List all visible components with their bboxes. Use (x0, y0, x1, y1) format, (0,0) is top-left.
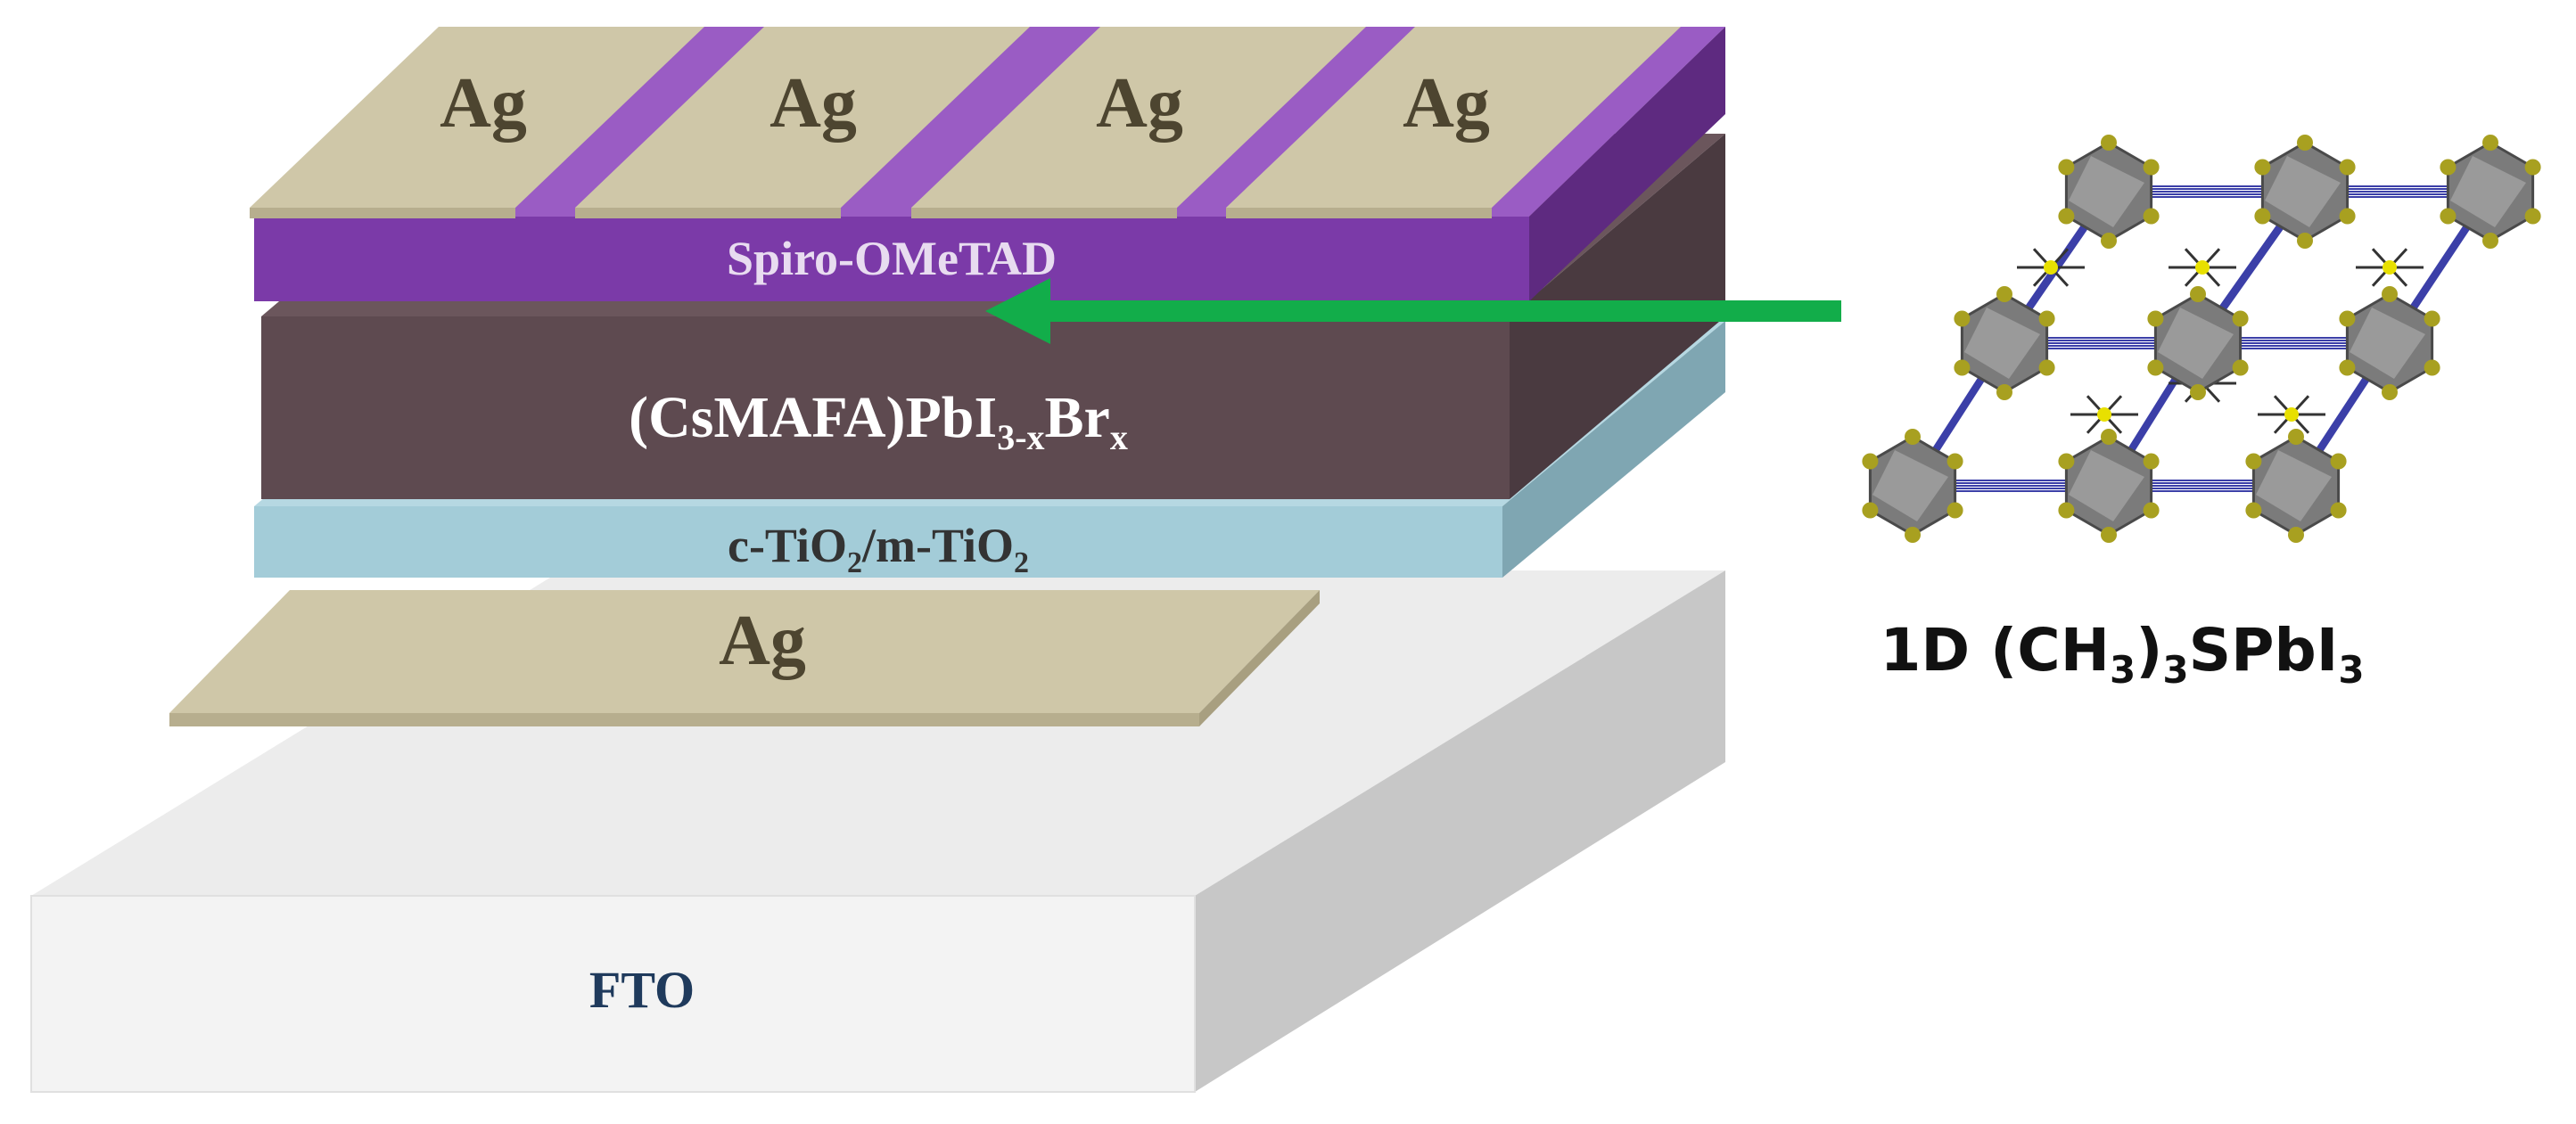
sulfur-atom (2044, 260, 2058, 275)
iodide-atom (2147, 359, 2164, 376)
iodide-atom (2424, 310, 2440, 327)
iodide-atom (2339, 159, 2356, 176)
octahedron-face (1964, 308, 2040, 379)
top-ag-electrode-3: Ag (911, 27, 1366, 218)
iodide-atom (2038, 359, 2055, 376)
iodide-atom (2232, 310, 2249, 327)
iodide-atom (2382, 384, 2398, 400)
octahedron-face (2265, 156, 2341, 227)
iodide-atom (2330, 502, 2347, 519)
iodide-atom (2254, 208, 2271, 225)
sulfur-atom (2383, 260, 2397, 275)
iodide-atom (2297, 233, 2313, 249)
iodide-atom (2058, 502, 2075, 519)
iodide-atom (2382, 286, 2398, 302)
iodide-atom (2482, 135, 2498, 151)
iodide-atom (2288, 429, 2304, 445)
iodide-atom (2143, 159, 2160, 176)
iodide-atom (2190, 384, 2206, 400)
sulfur-atom (2284, 407, 2299, 422)
iodide-atom (2339, 208, 2356, 225)
iodide-atom (2482, 233, 2498, 249)
top-ag-electrode-1: Ag (250, 27, 704, 218)
iodide-atom (1905, 527, 1921, 543)
iodide-atom (2339, 359, 2356, 376)
iodide-atom (2058, 159, 2075, 176)
iodide-atom (2440, 159, 2457, 176)
iodide-atom (2245, 502, 2262, 519)
iodide-atom (2143, 453, 2160, 470)
iodide-atom (2524, 159, 2541, 176)
top-ag-electrode-2: Ag (575, 27, 1030, 218)
tio2-side-face (1502, 321, 1725, 578)
fto-front-face (30, 895, 1196, 1093)
iodide-atom (1996, 286, 2012, 302)
iodide-atom (2297, 135, 2313, 151)
sulfur-atom (2097, 407, 2111, 422)
iodide-atom (1954, 359, 1971, 376)
iodide-atom (2147, 310, 2164, 327)
iodide-atom (2424, 359, 2440, 376)
octahedron-face (1872, 450, 1948, 521)
bottom-ag-top-face (169, 590, 1320, 713)
octahedron-face (2158, 308, 2234, 379)
iodide-atom (2101, 135, 2117, 151)
octahedral-lattice-icon (1862, 135, 2541, 543)
octahedron-face (2350, 308, 2425, 379)
iodide-atom (2101, 429, 2117, 445)
top-ag-electrodes: Ag Ag Ag Ag (250, 27, 1681, 218)
crystal-formula-label: 1D (CH3)3SPbI3 (1880, 616, 2364, 692)
spiro-side-face (1529, 27, 1725, 301)
iodide-atom (2245, 453, 2262, 470)
left-arrow-icon (985, 278, 1841, 344)
octahedron-face (2256, 450, 2332, 521)
iodide-atom (2101, 233, 2117, 249)
bottom-ag-side-face (1199, 590, 1320, 726)
spiro-label: Spiro-OMeTAD (727, 232, 1057, 285)
iodide-atom (1954, 310, 1971, 327)
top-ag-label-1: Ag (440, 64, 527, 143)
fto-label: FTO (589, 961, 695, 1019)
iodide-atom (2038, 310, 2055, 327)
iodide-atom (2058, 208, 2075, 225)
sulfur-atom (2195, 260, 2210, 275)
iodide-atom (2058, 453, 2075, 470)
octahedron-face (2450, 156, 2526, 227)
iodide-atom (1996, 384, 2012, 400)
bottom-ag-electrode: Ag (169, 590, 1320, 726)
iodide-atom (2101, 527, 2117, 543)
iodide-atom (2143, 208, 2160, 225)
iodide-atom (2254, 159, 2271, 176)
iodide-atom (2288, 527, 2304, 543)
iodide-atom (1946, 453, 1963, 470)
top-ag-electrode-4: Ag (1226, 27, 1681, 218)
bottom-ag-label: Ag (719, 602, 806, 680)
iodide-atom (2232, 359, 2249, 376)
fto-side-face (1195, 570, 1725, 1092)
iodide-atom (2524, 208, 2541, 225)
iodide-atom (2143, 502, 2160, 519)
tio2-front-face (254, 506, 1502, 578)
iodide-atom (2330, 453, 2347, 470)
iodide-atom (2440, 208, 2457, 225)
top-ag-label-2: Ag (770, 64, 857, 143)
iodide-atom (1946, 502, 1963, 519)
octahedron-face (2069, 450, 2144, 521)
iodide-atom (1862, 453, 1879, 470)
spiro-front-face (254, 217, 1529, 301)
octahedron-face (2069, 156, 2144, 227)
perovskite-label: (CsMAFA)PbI3-xBrx (629, 385, 1128, 457)
perovskite-front-face (261, 316, 1510, 499)
iodide-atom (1862, 502, 1879, 519)
iodide-atom (2190, 286, 2206, 302)
top-ag-label-4: Ag (1403, 64, 1490, 143)
bottom-ag-front-face (169, 713, 1199, 726)
top-ag-label-3: Ag (1096, 64, 1183, 143)
iodide-atom (2339, 310, 2356, 327)
iodide-atom (1905, 429, 1921, 445)
tio2-label: c-TiO2/m-TiO2 (728, 519, 1029, 579)
